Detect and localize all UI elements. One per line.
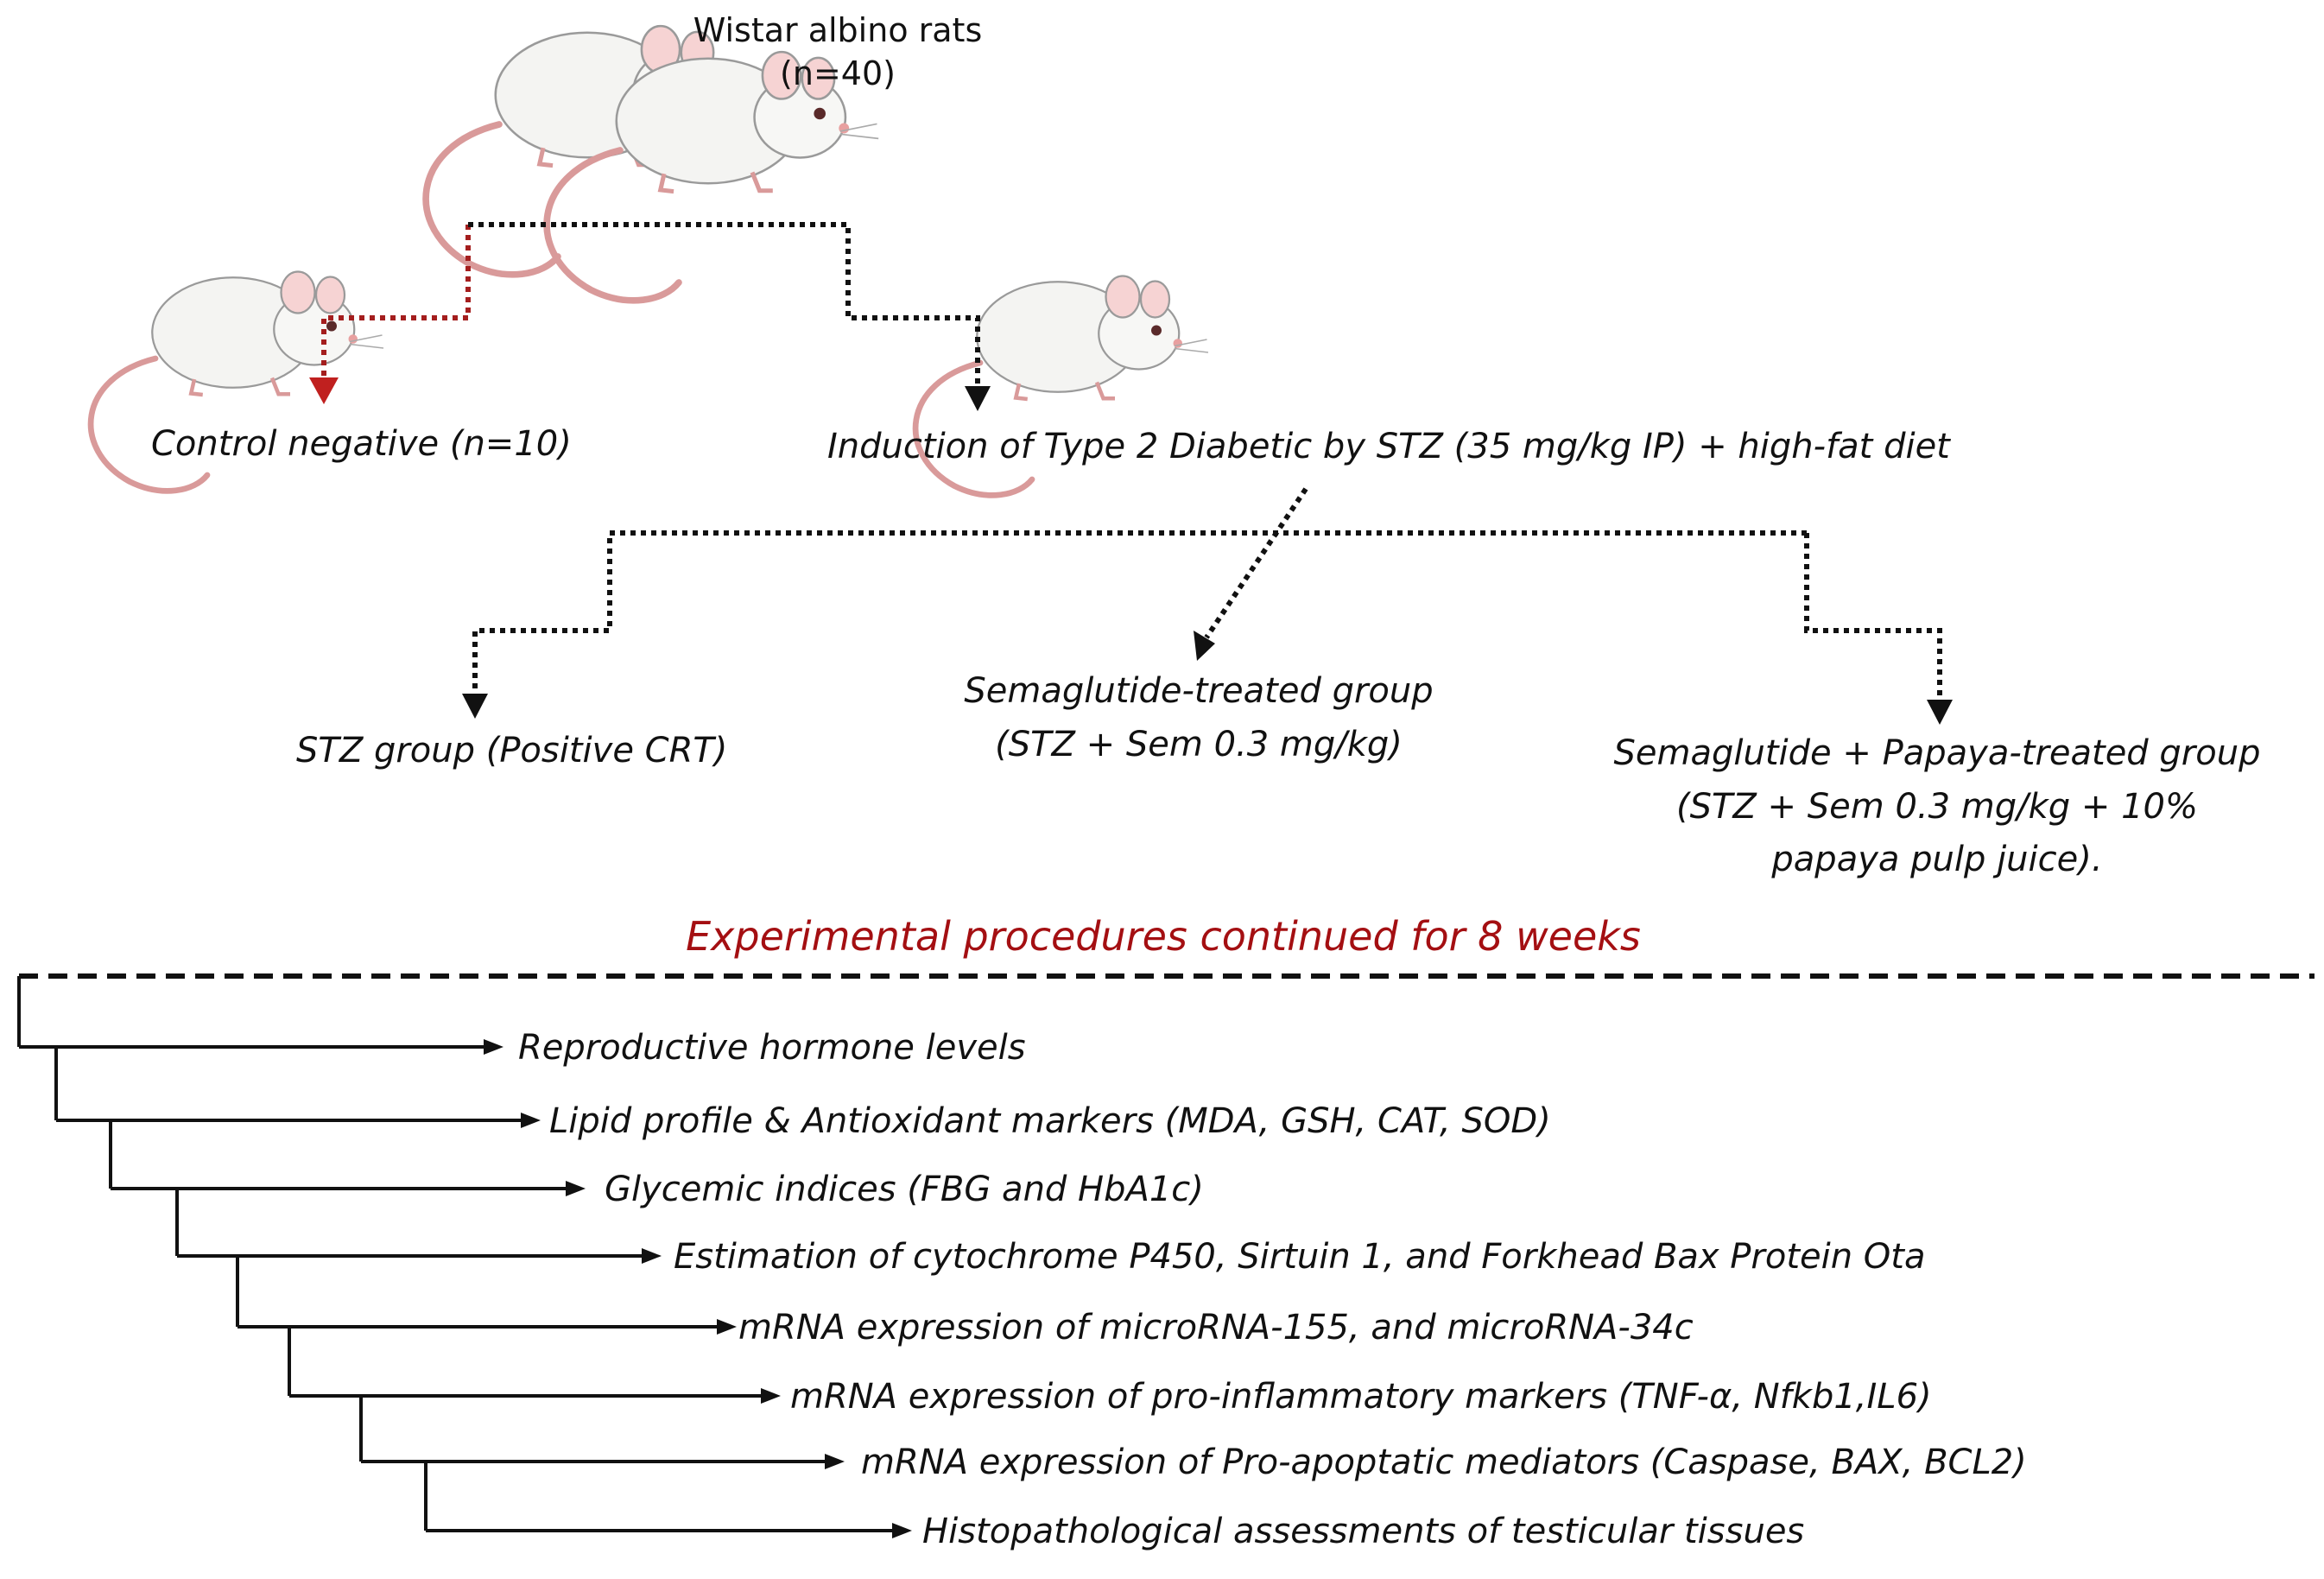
control-negative-label: Control negative (n=10) <box>151 424 572 464</box>
arrowhead <box>462 694 488 719</box>
procedure-item: Lipid profile & Antioxidant markers (MDA… <box>549 1101 1551 1141</box>
title-line-1: Wistar albino rats <box>693 11 983 49</box>
procedure-item: Estimation of cytochrome P450, Sirtuin 1… <box>674 1237 1925 1277</box>
connector-to-induction <box>468 222 980 387</box>
title-line-2: (n=40) <box>780 54 896 92</box>
arrowhead <box>965 386 991 411</box>
procedure-item: mRNA expression of microRNA-155, and mic… <box>738 1308 1694 1348</box>
procedures-banner: Experimental procedures continued for 8 … <box>686 913 1641 960</box>
procedure-item: Glycemic indices (FBG and HbA1c) <box>605 1170 1204 1209</box>
procedure-item: Reproductive hormone levels <box>518 1028 1026 1068</box>
sempap-group-line-3: papaya pulp juice). <box>1770 840 2102 879</box>
procedure-item: mRNA expression of Pro-apoptatic mediato… <box>861 1443 2027 1482</box>
arrowhead-red <box>309 377 339 404</box>
connector-to-sempap <box>1804 533 1942 701</box>
sempap-group-line-1: Semaglutide + Papaya-treated group <box>1614 733 2261 773</box>
induction-label: Induction of Type 2 Diabetic by STZ (35 … <box>827 427 1951 466</box>
arrowhead <box>1927 700 1953 725</box>
sem-group-line-1: Semaglutide-treated group <box>964 671 1433 711</box>
connector-to-sem <box>1204 487 1308 639</box>
connector-to-control <box>321 225 471 378</box>
arrowhead <box>1194 631 1215 661</box>
procedure-staircase <box>17 976 912 1538</box>
stz-group-label: STZ group (Positive CRT) <box>296 731 727 770</box>
sempap-group-line-2: (STZ + Sem 0.3 mg/kg + 10% <box>1676 787 2198 827</box>
procedure-item: Histopathological assessments of testicu… <box>922 1512 1804 1551</box>
connector-to-stz <box>472 530 1807 695</box>
procedure-item: mRNA expression of pro-inflammatory mark… <box>790 1377 1932 1417</box>
sem-group-line-2: (STZ + Sem 0.3 mg/kg) <box>995 725 1403 764</box>
